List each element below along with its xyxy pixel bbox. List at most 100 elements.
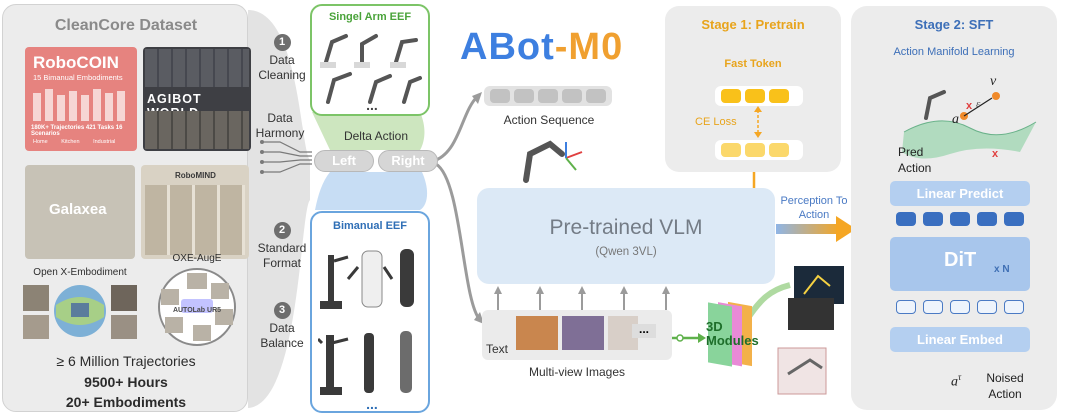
galaxea-tile: Galaxea [25,165,135,259]
step-data-harmony: Data Harmony [250,111,310,141]
ce-loss-label: CE Loss [695,116,737,128]
action-token [586,89,606,103]
multi-view-label: Multi-view Images [528,365,626,379]
multi-view-images-bar: Text ... [482,310,672,360]
fast-token-bar [715,86,803,106]
perception-to-action-label: Perception To Action [780,195,848,221]
stat-hours: 9500+ Hours [84,374,168,390]
pill-to-images-arrow [435,162,482,322]
robocoin-subtitle: 15 Bimanual Embodiments [33,73,123,82]
predicted-token [721,143,741,157]
ce-loss-arrows [754,106,762,138]
pred-action-label: Pred Action [898,145,932,175]
bimanual-band [315,172,428,210]
pretrain-title: Stage 1: Pretrain [701,17,805,32]
step-label: Data Harmony [255,111,305,140]
action-token [490,89,510,103]
harmony-funnel-icon [262,141,312,173]
pretrained-vlm-block: Pre-trained VLM (Qwen 3VL) [477,188,775,284]
action-token [514,89,534,103]
3d-modules-label: 3D Modules [706,319,759,348]
3d-modules-stack-image [708,301,752,367]
step-label: Data Cleaning [258,53,306,82]
oxe-auge-wheel-image [158,268,236,346]
single-arm-title: Singel Arm EEF [328,11,412,23]
stat-trajectories: ≥ 6 Million Trajectories [56,353,196,369]
bimanual-eef-panel: Bimanual EEF ... [310,211,430,413]
bimanual-more: ... [366,396,378,412]
step-number-1: 1 [273,34,291,51]
fast-token [745,89,765,103]
view-image-1 [516,316,558,350]
dit-input-token [977,300,997,314]
step-label: Standard Format [257,241,307,270]
step-data-balance: 3 Data Balance [246,302,318,351]
predicted-token [769,143,789,157]
single-arm-eef-panel: Singel Arm EEF ... [310,4,430,116]
stat-embodiments: 20+ Embodiments [65,394,187,410]
bimanual-robots-image [318,249,414,395]
sft-title: Stage 2: SFT [914,17,994,32]
robocoin-captions: Home Kitchen Industrial [33,139,116,145]
title-dash: - [554,26,569,68]
data-funnel-band [248,10,310,408]
view-ellipsis: ... [632,323,656,338]
robomind-thumbnails [145,185,245,255]
robot-lineup-image [33,89,125,121]
step-label: Data Balance [260,321,304,350]
robomind-tile: RoboMIND [141,165,249,259]
predicted-token-bar [715,140,803,160]
title-part-m0: M0 [568,26,624,68]
sft-subtitle: Action Manifold Learning [893,46,1015,58]
vlm-subtitle: (Qwen 3VL) [595,246,657,258]
dataset-title: CleanCore Dataset [54,17,198,34]
action-token [538,89,558,103]
dit-label: DiT [944,249,977,271]
galaxea-label: Galaxea [49,201,107,218]
robocoin-logo: RoboCOIN [33,53,119,72]
3d-scene-images [777,266,844,395]
dit-output-token [1004,212,1024,226]
delta-action-label: Delta Action [343,129,409,143]
cross-mark: x [992,148,999,160]
variable-a-tau: aτ [951,372,961,391]
noised-action-label: Noised Action [986,371,1024,401]
single-arm-more: ... [366,97,378,113]
dit-input-token [950,300,970,314]
oxe-auge-center-label: AUTOLab UR5 [172,307,222,314]
linear-predict-block: Linear Predict [890,181,1030,206]
pill-right: Right [378,150,438,172]
linear-embed-block: Linear Embed [890,327,1030,352]
robocoin-tile: RoboCOIN 15 Bimanual Embodiments 180K+ T… [25,47,137,151]
oxe-label: Open X-Embodiment [33,267,127,278]
a-tau-base: a [951,374,958,390]
dit-output-tokens [896,212,1024,228]
title-part-abot: ABot [460,26,555,68]
a-tau-superscript: τ [958,372,962,382]
action-manifold-surface [902,90,1037,159]
agibot-thumbnails-bottom [145,111,249,149]
perception-arrow [776,224,840,234]
robomind-label: RoboMIND [175,171,216,180]
fast-token [769,89,789,103]
dit-block: DiT x N [890,237,1030,291]
variable-v: v [990,74,997,89]
cross-mark: x [966,100,973,112]
dit-input-token [896,300,916,314]
dit-repeat-label: x N [994,264,1010,275]
oxe-auge-label: OXE-AugE [172,253,222,264]
step-data-cleaning: 1 Data Cleaning [246,34,318,83]
vlm-title: Pre-trained VLM [549,216,703,239]
view-image-2 [562,316,604,350]
variable-a: a [952,112,959,127]
dit-input-token [1004,300,1024,314]
step-number-2: 2 [273,222,291,239]
action-token [562,89,582,103]
pill-left: Left [314,150,374,172]
fast-token [721,89,741,103]
text-input-label: Text [486,342,509,356]
fast-token-label: Fast Token [724,58,782,70]
main-title: ABot-M0 [460,26,623,69]
robot-arm-trajectory-image [523,140,583,183]
dataset-panel: CleanCore Dataset RoboCOIN 15 Bimanual E… [2,4,251,412]
